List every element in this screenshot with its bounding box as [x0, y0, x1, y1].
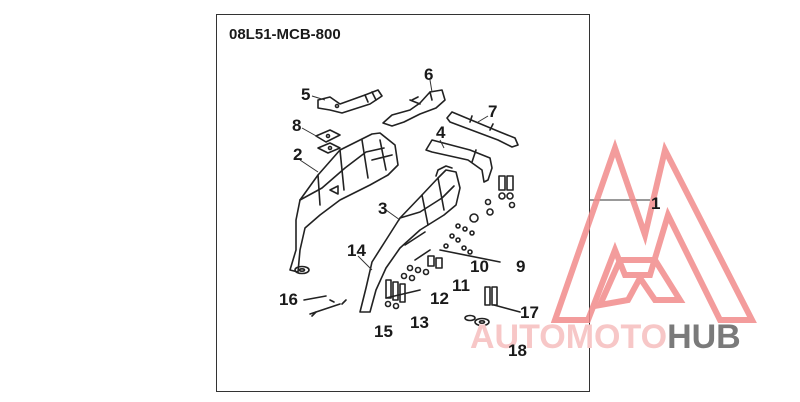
- part-8-plate: [315, 129, 341, 154]
- callout-3: 3: [378, 199, 388, 218]
- callout-9: 9: [516, 257, 526, 276]
- watermark-text-part1: AUTOMOTO: [470, 318, 668, 356]
- hardware-cluster-bottom: [384, 255, 443, 310]
- callout-6: 6: [424, 65, 434, 84]
- part-17-bolts: [484, 286, 521, 313]
- part-code-label: 08L51-MCB-800: [229, 26, 341, 43]
- callout-18: 18: [508, 341, 527, 360]
- part-2-rack-frame: [289, 132, 399, 273]
- part-5-bracket: [317, 89, 383, 114]
- callout-13: 13: [410, 313, 429, 332]
- callout-12: 12: [430, 289, 449, 308]
- callout-4: 4: [436, 123, 446, 142]
- part-4-bracket: [425, 139, 493, 183]
- callout-11: 11: [452, 276, 470, 295]
- callout-14: 14: [347, 241, 366, 260]
- callout-5: 5: [301, 85, 311, 104]
- part-18-washer: [464, 314, 490, 327]
- part-7-bar: [446, 111, 519, 148]
- callout-10: 10: [470, 257, 489, 276]
- diagram-frame: [216, 14, 590, 392]
- part-3-rack-frame: [359, 165, 461, 313]
- callout-1: 1: [651, 194, 661, 213]
- callout-7: 7: [488, 102, 498, 121]
- callout-16: 16: [279, 290, 298, 309]
- part-6-bracket: [382, 89, 446, 127]
- hardware-cluster-top: [439, 175, 516, 263]
- callout-2: 2: [293, 145, 303, 164]
- part-16-washer: [294, 265, 347, 317]
- watermark-text-part2: HUB: [667, 318, 741, 356]
- callout-8: 8: [292, 116, 302, 135]
- callout-17: 17: [520, 303, 539, 322]
- watermark-text: AUTOMOTOHUB: [470, 320, 741, 354]
- callout-15: 15: [374, 322, 393, 341]
